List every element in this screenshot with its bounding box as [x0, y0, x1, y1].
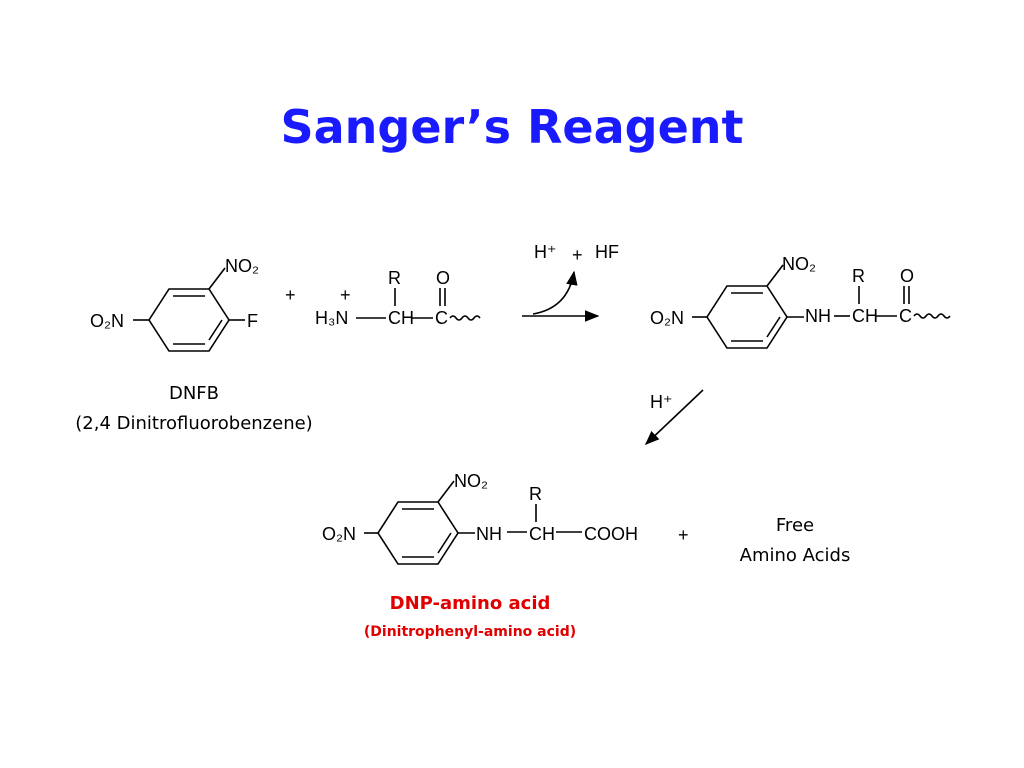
dnfb-o2n-label: O₂N	[90, 311, 124, 331]
intermediate-carbonyl-carbon-label: C	[899, 306, 912, 326]
amino-acid-structure: + H₃N CH R C O	[315, 268, 481, 328]
free-amino-acids-line-1: Free	[775, 515, 815, 536]
intermediate-double-bond	[766, 316, 781, 338]
product-benzene-ring	[377, 501, 459, 565]
side-chain-label: R	[388, 268, 401, 288]
dnfb-structure: NO₂ O₂N F	[90, 256, 259, 352]
alpha-carbon-label: CH	[388, 308, 414, 328]
product-bond-no2	[437, 480, 455, 503]
intermediate-structure: NO₂ O₂N NH CH R C O	[650, 254, 951, 349]
dnfb-bond-no2	[208, 267, 226, 290]
product-side-chain-label: R	[529, 484, 542, 504]
product-o2n-label: O₂N	[322, 524, 356, 544]
product-structure: NO₂ O₂N NH CH R COOH	[322, 471, 638, 565]
intermediate-benzene-ring	[706, 285, 788, 349]
intermediate-bond-no2	[766, 264, 784, 287]
dnfb-double-bond	[208, 319, 223, 341]
product-double-bond	[437, 532, 452, 554]
dnfb-f-label: F	[247, 311, 258, 331]
intermediate-o2n-label: O₂N	[650, 308, 684, 328]
hf-label: HF	[595, 242, 619, 262]
product-alpha-carbon-label: CH	[529, 524, 555, 544]
amine-label: H₃N	[315, 308, 348, 328]
dnfb-benzene-ring	[148, 288, 230, 352]
wavy-bond	[449, 315, 481, 321]
oxygen-label: O	[436, 268, 450, 288]
intermediate-nh-label: NH	[805, 306, 831, 326]
byproduct-curved-arrow	[532, 270, 578, 315]
intermediate-side-chain-label: R	[852, 266, 865, 286]
slide-title: Sanger’s Reagent	[280, 100, 744, 154]
intermediate-alpha-carbon-label: CH	[852, 306, 878, 326]
ammonium-charge: +	[340, 285, 351, 305]
intermediate-no2-label: NO₂	[782, 254, 816, 274]
byproduct-plus-sign: +	[572, 245, 583, 265]
plus-sign: +	[285, 285, 296, 305]
intermediate-oxygen-label: O	[900, 266, 914, 286]
free-amino-acids-line-2: Amino Acids	[739, 545, 851, 566]
hydrolysis-arrow	[644, 389, 704, 445]
dnfb-name: DNFB	[168, 383, 220, 404]
proton-label: H⁺	[534, 242, 557, 262]
dnfb-full-name: (2,4 Dinitrofluorobenzene)	[75, 413, 313, 434]
hydrolysis-proton-label: H⁺	[650, 392, 673, 412]
product-nh-label: NH	[476, 524, 502, 544]
product-full-name: (Dinitrophenyl-amino acid)	[363, 624, 577, 640]
dnfb-no2-label: NO₂	[225, 256, 259, 276]
carbonyl-carbon-label: C	[435, 308, 448, 328]
product-no2-label: NO₂	[454, 471, 488, 491]
product-name: DNP-amino acid	[389, 593, 551, 614]
product-plus-sign: +	[678, 525, 689, 545]
product-cooh-label: COOH	[584, 524, 638, 544]
intermediate-wavy-bond	[913, 313, 951, 319]
